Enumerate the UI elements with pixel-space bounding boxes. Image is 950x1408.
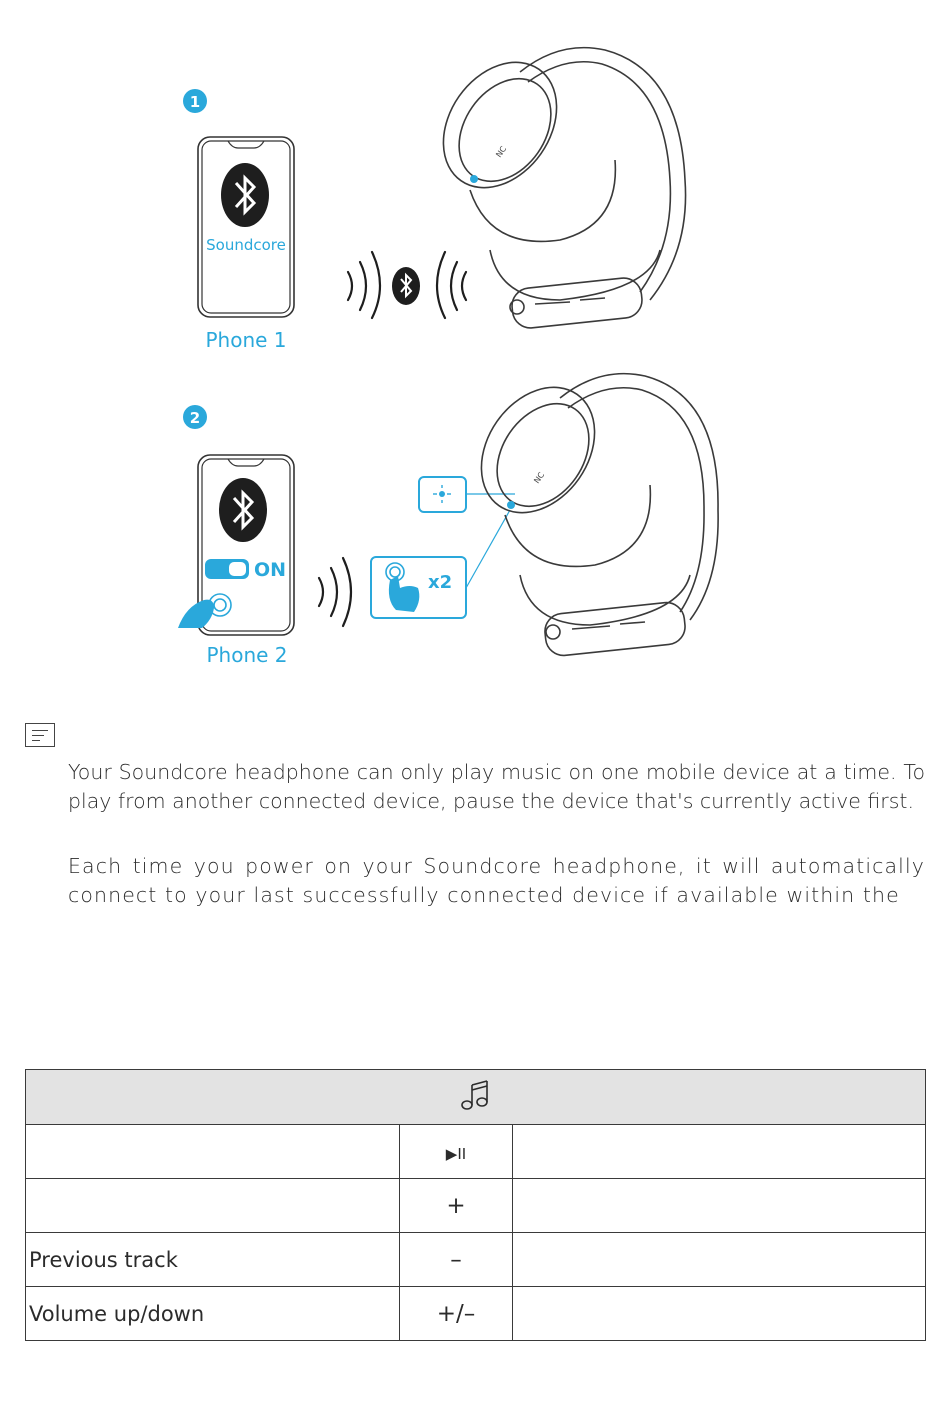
plus-minus-icon: +/– bbox=[437, 1301, 476, 1327]
double-tap-callout: x2 bbox=[371, 557, 466, 618]
row-action: Volume up/down bbox=[26, 1287, 400, 1341]
row-key: ▶II bbox=[400, 1125, 513, 1179]
phone1-app-label: Soundcore bbox=[206, 236, 286, 254]
row-detail bbox=[513, 1287, 926, 1341]
phone1: Soundcore bbox=[198, 137, 294, 317]
row-detail bbox=[513, 1233, 926, 1287]
toggle-on-icon bbox=[205, 559, 249, 579]
phone2-caption: Phone 2 bbox=[206, 643, 287, 667]
row-key: – bbox=[400, 1233, 513, 1287]
music-note-icon bbox=[458, 1077, 494, 1113]
plus-icon: + bbox=[446, 1193, 465, 1219]
table-header-row bbox=[26, 1070, 926, 1125]
row-key: +/– bbox=[400, 1287, 513, 1341]
row-detail bbox=[513, 1179, 926, 1233]
step2-number: 2 bbox=[190, 409, 200, 427]
bluetooth-icon bbox=[219, 478, 267, 542]
signal-waves-2 bbox=[319, 558, 351, 626]
step1-number: 1 bbox=[190, 93, 200, 111]
play-pause-icon: ▶II bbox=[446, 1145, 466, 1163]
controls-table: ▶II + Previous track – Volume up/down +/… bbox=[25, 1069, 926, 1341]
row-key: + bbox=[400, 1179, 513, 1233]
tap-finger-icon bbox=[178, 594, 231, 628]
headphone-1 bbox=[420, 41, 686, 330]
minus-icon: – bbox=[450, 1247, 462, 1273]
toggle-on-label: ON bbox=[254, 559, 286, 581]
table-row: Previous track – bbox=[26, 1233, 926, 1287]
phone2: ON bbox=[178, 455, 294, 635]
note-paragraph-2: Each time you power on your Soundcore he… bbox=[68, 852, 925, 910]
table-row: + bbox=[26, 1179, 926, 1233]
note-icon bbox=[25, 723, 55, 747]
nc-label-1: NC bbox=[494, 144, 508, 159]
row-action bbox=[26, 1179, 400, 1233]
bluetooth-icon-small bbox=[392, 267, 420, 305]
pairing-illustration: 1 Soundcore Phone 1 bbox=[0, 0, 950, 690]
bluetooth-icon bbox=[221, 163, 269, 227]
phone1-caption: Phone 1 bbox=[205, 328, 286, 352]
table-row: Volume up/down +/– bbox=[26, 1287, 926, 1341]
nc-label-2: NC bbox=[532, 470, 546, 485]
headphone-2 bbox=[458, 366, 718, 658]
table-header-cell bbox=[26, 1070, 926, 1125]
row-action: Previous track bbox=[26, 1233, 400, 1287]
step1-badge: 1 bbox=[183, 89, 207, 113]
step2-badge: 2 bbox=[183, 405, 207, 429]
table-row: ▶II bbox=[26, 1125, 926, 1179]
row-detail bbox=[513, 1125, 926, 1179]
tap-count-label: x2 bbox=[428, 572, 452, 593]
row-action bbox=[26, 1125, 400, 1179]
note-paragraph-1: Your Soundcore headphone can only play m… bbox=[68, 758, 925, 816]
